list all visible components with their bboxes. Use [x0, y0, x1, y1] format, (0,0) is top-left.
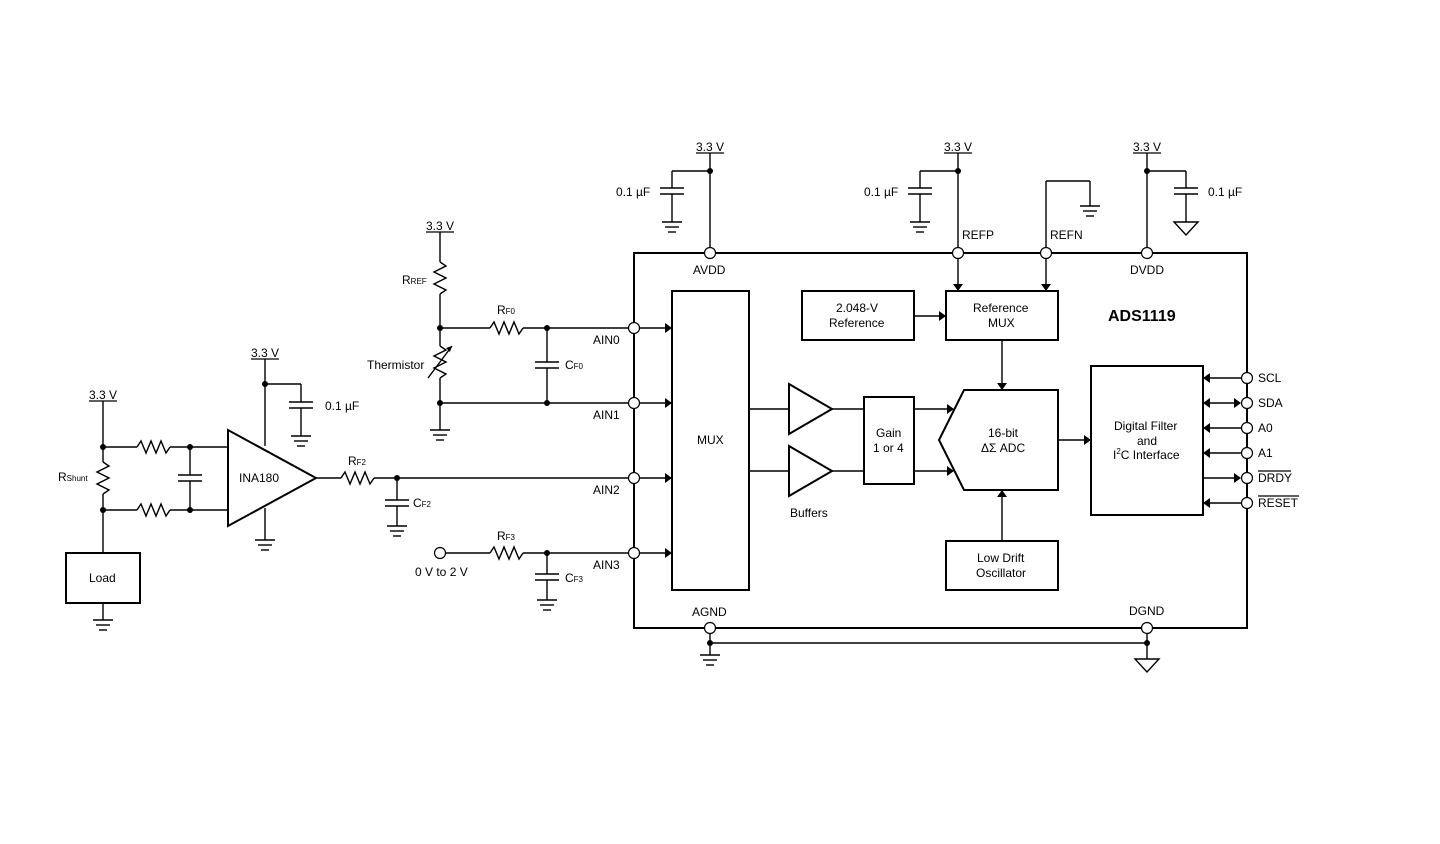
- adc-block: [937, 389, 1059, 491]
- a1-label: A1: [1258, 446, 1273, 460]
- load-label: Load: [89, 571, 116, 585]
- scl-pin: [1240, 371, 1254, 385]
- refp-cap-label: 0.1 µF: [864, 185, 898, 199]
- dvdd-cap-label: 0.1 µF: [1208, 185, 1242, 199]
- dvdd-label: DVDD: [1130, 263, 1164, 277]
- ina-cap-label: 0.1 µF: [325, 399, 359, 413]
- reference-2048-block: [801, 290, 915, 341]
- ain1-label: AIN1: [593, 408, 620, 422]
- r-f0-label: RF0: [497, 303, 516, 317]
- ain2-label: AIN2: [593, 483, 620, 497]
- ina180-amplifier: [227, 428, 319, 528]
- r-f2-label: RF2: [348, 454, 367, 468]
- digital-filter-line1: Digital Filter: [1114, 419, 1177, 433]
- buffer-bottom: [788, 444, 834, 498]
- ina180-label: INA180: [239, 471, 279, 485]
- agnd-pin: [703, 621, 717, 635]
- load-block: [65, 552, 141, 604]
- shunt-supply-label: 3.3 V: [89, 388, 117, 402]
- reset-pin: [1240, 496, 1254, 510]
- dgnd-label: DGND: [1129, 604, 1165, 618]
- ain3-source-terminal: [433, 546, 447, 560]
- thermistor-supply-label: 3.3 V: [426, 219, 454, 233]
- drdy-pin: [1240, 471, 1254, 485]
- c-f2-label: CF2: [413, 496, 432, 510]
- avdd-supply-network: 3.3 V 0.1 µF: [616, 140, 724, 248]
- scl-label: SCL: [1258, 371, 1282, 385]
- r-ref-label: RREF: [402, 273, 427, 287]
- dvdd-supply-network: 3.3 V 0.1 µF: [1133, 140, 1242, 248]
- refp-pin: [951, 246, 965, 260]
- refn-pin: [1039, 246, 1053, 260]
- refp-supply-network: 3.3 V 0.1 µF: [864, 140, 972, 248]
- ain0-label: AIN0: [593, 333, 620, 347]
- refn-ground-network: [1045, 180, 1100, 248]
- digital-filter-line2: and: [1137, 434, 1157, 448]
- r-shunt-label: RShunt: [58, 470, 88, 484]
- input-range-label: 0 V to 2 V: [415, 565, 468, 579]
- ain3-label: AIN3: [593, 558, 620, 572]
- refn-label: REFN: [1050, 228, 1083, 242]
- avdd-supply-label: 3.3 V: [696, 140, 724, 154]
- reset-label: RESET: [1258, 496, 1299, 510]
- gain-line1: Gain: [876, 426, 901, 440]
- avdd-pin: [703, 246, 717, 260]
- ain2-pin: [627, 471, 641, 485]
- avdd-cap-label: 0.1 µF: [616, 185, 650, 199]
- ain3-input-network: [446, 545, 628, 611]
- ain1-pin: [627, 396, 641, 410]
- ain0-pin: [627, 321, 641, 335]
- a0-pin: [1240, 421, 1254, 435]
- sda-pin: [1240, 396, 1254, 410]
- c-f3-label: CF3: [565, 571, 584, 585]
- reference-mux-line1: Reference: [973, 301, 1029, 315]
- ads1119-package-outline: [633, 252, 1248, 629]
- current-sense-network: [89, 358, 628, 631]
- reference-mux-line2: MUX: [988, 316, 1015, 330]
- internal-signal-flow: [749, 258, 1091, 541]
- dgnd-pin: [1140, 621, 1154, 635]
- ground-network: [700, 634, 1161, 674]
- dvdd-pin: [1140, 246, 1154, 260]
- reference-2048-line1: 2.048-V: [836, 301, 878, 315]
- adc-line1: 16-bit: [988, 426, 1019, 440]
- thermistor-network: [426, 231, 628, 441]
- buffer-top: [788, 382, 834, 436]
- agnd-label: AGND: [692, 605, 727, 619]
- a1-pin: [1240, 446, 1254, 460]
- reference-2048-line2: Reference: [829, 316, 885, 330]
- oscillator-line2: Oscillator: [976, 566, 1026, 580]
- sda-label: SDA: [1258, 396, 1283, 410]
- digital-filter-block: [1090, 365, 1204, 516]
- gain-line2: 1 or 4: [873, 441, 904, 455]
- thermistor-label: Thermistor: [367, 358, 424, 372]
- digital-pin-arrows: [1203, 373, 1241, 508]
- refp-supply-label: 3.3 V: [944, 140, 972, 154]
- drdy-label: DRDY: [1258, 471, 1292, 485]
- dvdd-supply-label: 3.3 V: [1133, 140, 1161, 154]
- oscillator-line1: Low Drift: [977, 551, 1025, 565]
- ina-supply-label: 3.3 V: [251, 346, 279, 360]
- refp-label: REFP: [962, 228, 994, 242]
- adc-line2: ΔΣ ADC: [981, 441, 1025, 455]
- mux-label: MUX: [697, 433, 724, 447]
- device-name: ADS1119: [1108, 308, 1176, 325]
- mux-block: [671, 290, 750, 591]
- c-f0-label: CF0: [565, 358, 584, 372]
- avdd-label: AVDD: [693, 263, 726, 277]
- gain-block: [863, 396, 915, 485]
- buffers-label: Buffers: [790, 506, 828, 520]
- r-f3-label: RF3: [497, 529, 516, 543]
- ain-pin-arrows: [640, 323, 672, 558]
- digital-filter-line3: I2C Interface: [1113, 447, 1180, 462]
- ain3-pin: [627, 546, 641, 560]
- a0-label: A0: [1258, 421, 1273, 435]
